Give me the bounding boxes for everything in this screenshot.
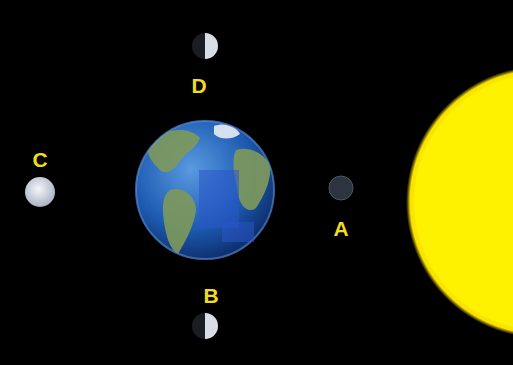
sun-disc (414, 74, 513, 330)
earth (135, 120, 275, 260)
new-moon (329, 176, 353, 200)
phase-label: C (32, 149, 47, 170)
full-moon (25, 177, 55, 207)
sun (406, 66, 513, 338)
phase-label: B (203, 285, 218, 306)
quarter-moon-top (192, 33, 218, 59)
phase-label: D (191, 75, 206, 96)
phase-label: A (333, 218, 348, 239)
quarter-moon-bottom (192, 313, 218, 339)
